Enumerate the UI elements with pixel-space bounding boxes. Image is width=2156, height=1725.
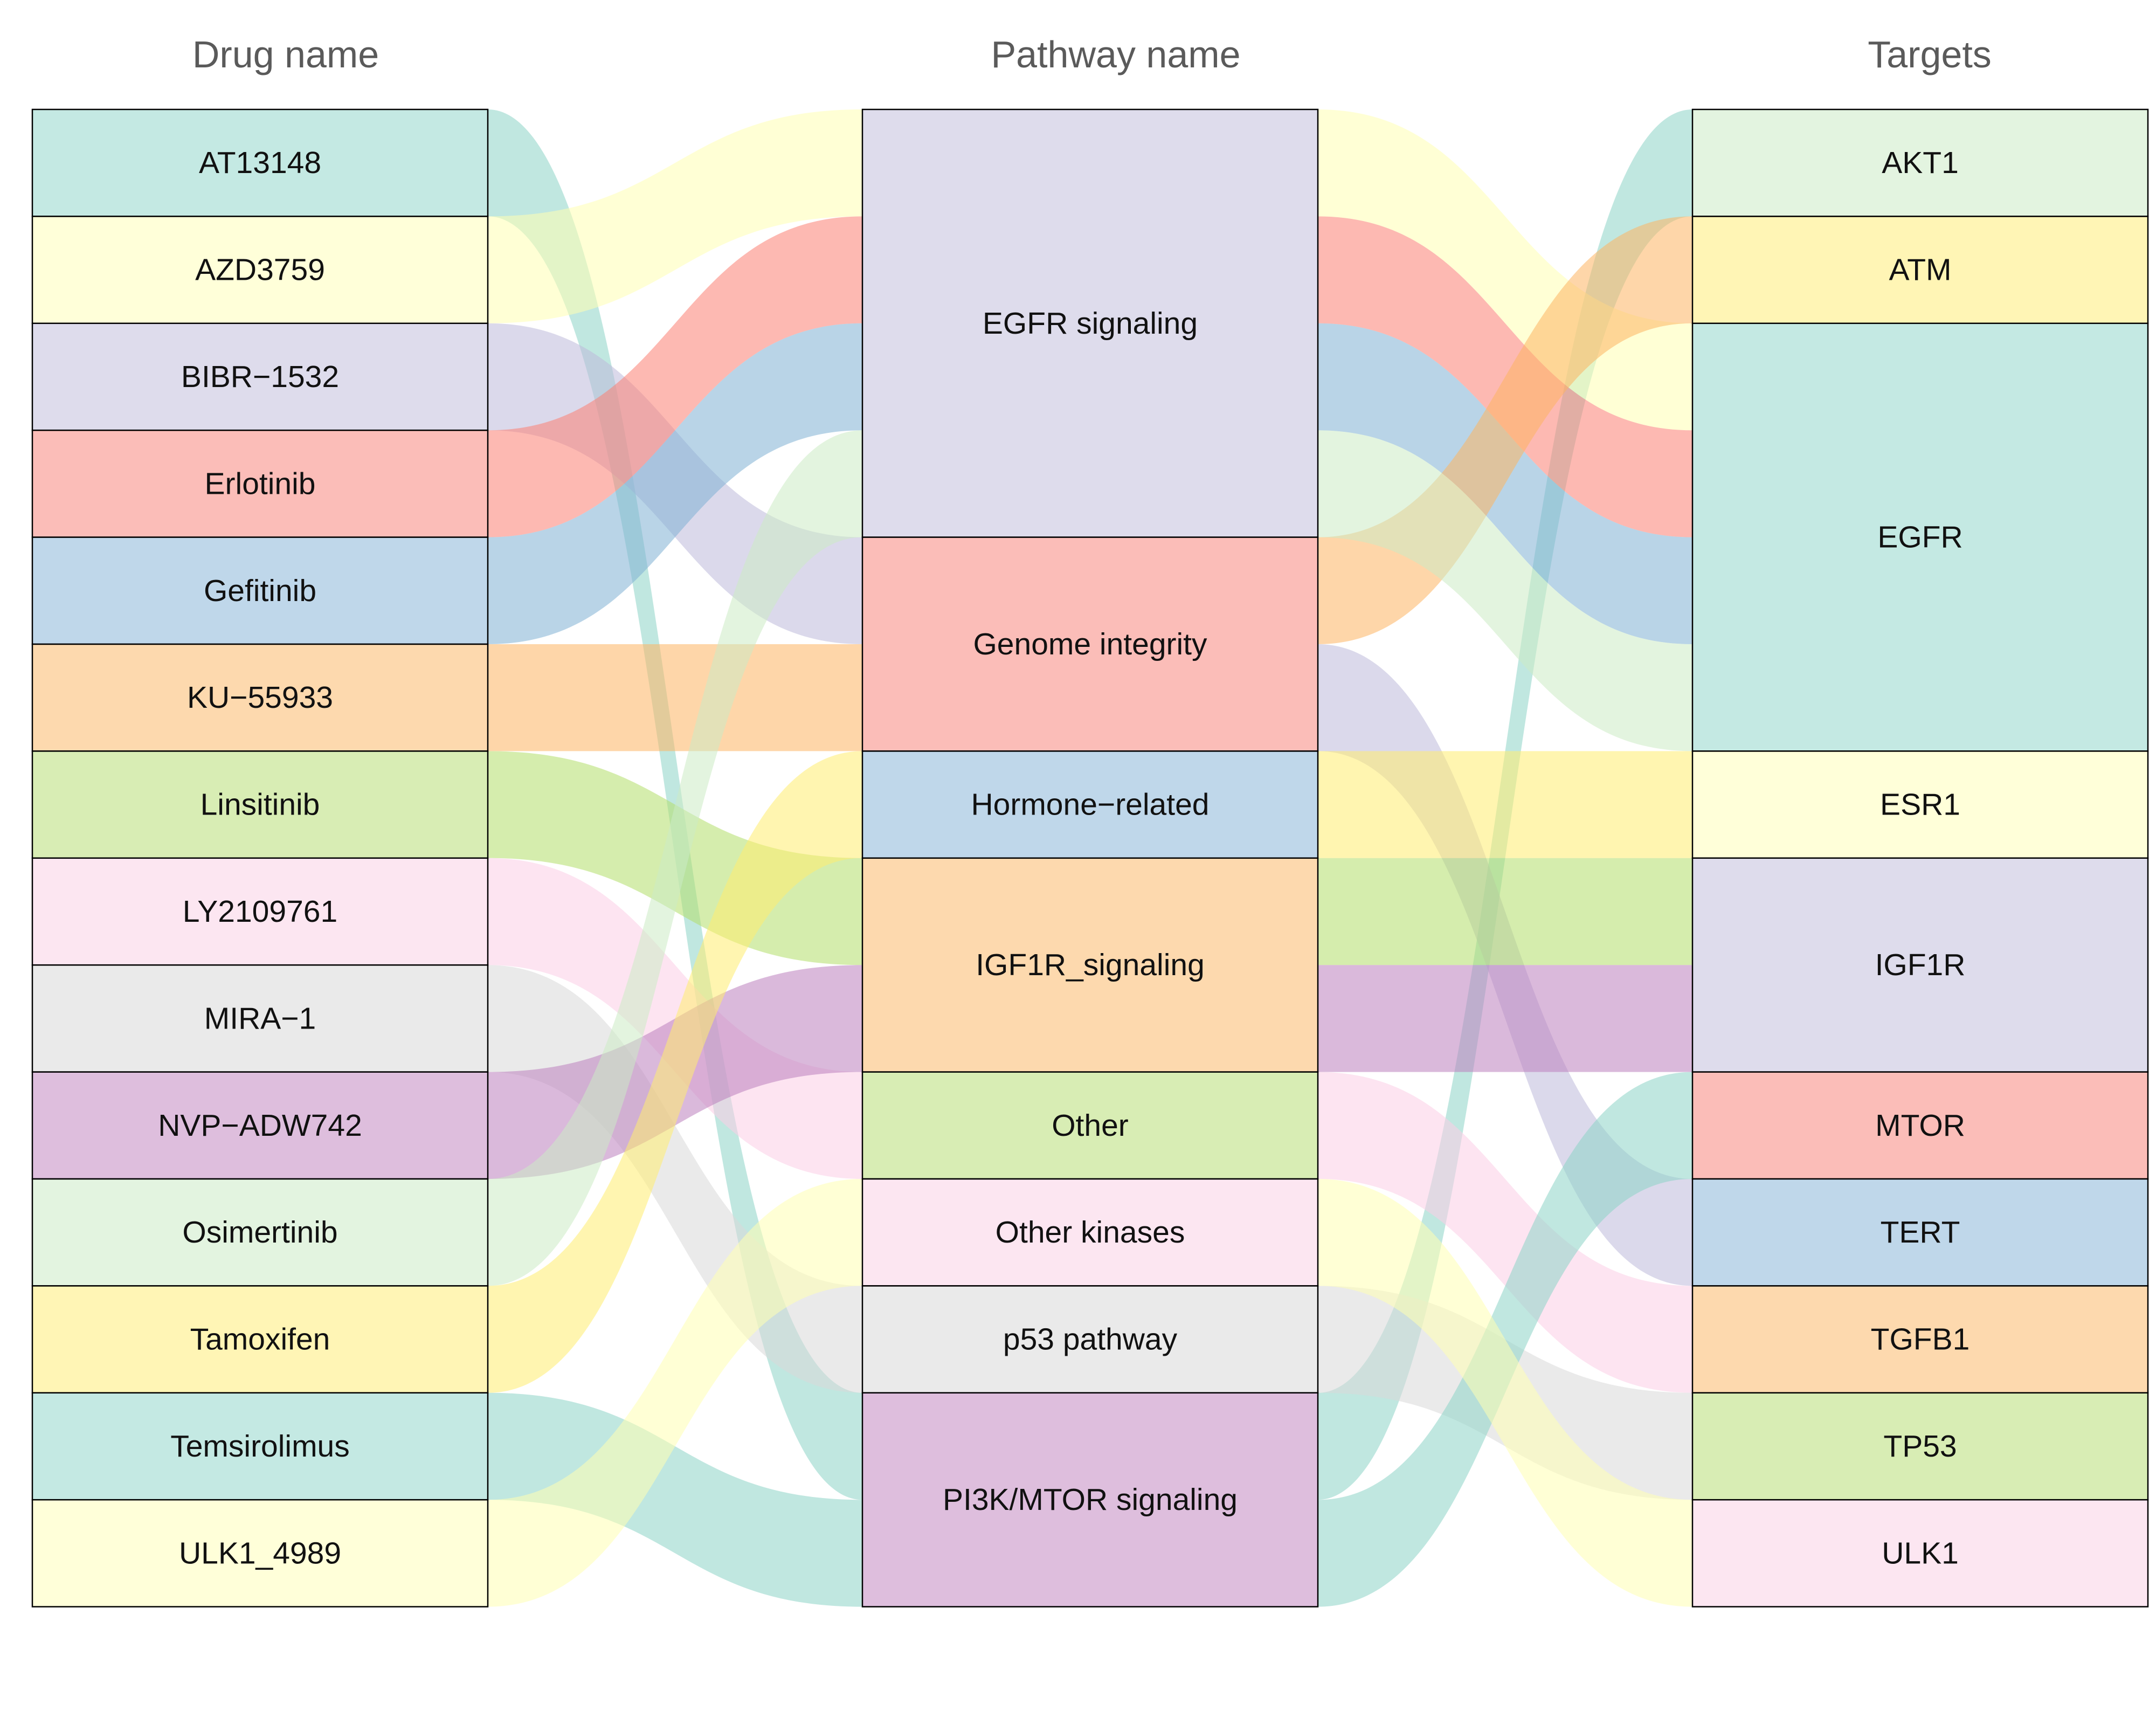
pathway-node-igf1r-signaling: [861, 857, 1319, 1073]
flow-other-kinases-to-ulk1: [1318, 1179, 1692, 1607]
flow-temsirolimus-to-pi3k-mtor-signaling: [488, 1392, 862, 1607]
drug-label-bibr-1532: BIBR−1532: [181, 360, 339, 394]
target-label-ulk1: ULK1: [1882, 1536, 1959, 1570]
flow-azd3759-to-egfr-signaling: [488, 109, 862, 323]
flow-egfr-signaling-to-egfr: [1318, 323, 1692, 644]
drug-label-mira-1: MIRA−1: [204, 1001, 316, 1036]
drug-label-nvp-adw742: NVP−ADW742: [158, 1108, 362, 1143]
target-node-atm: [1691, 216, 2149, 325]
drug-node-nvp-adw742: [31, 1071, 489, 1180]
target-node-tp53: [1691, 1392, 2149, 1501]
flow-hormone-related-to-esr1: [1318, 751, 1692, 858]
drug-node-ku-55933: [31, 643, 489, 752]
target-label-esr1: ESR1: [1880, 788, 1960, 822]
flow-ku-55933-to-genome-integrity: [488, 644, 862, 751]
target-node-tert: [1691, 1178, 2149, 1287]
target-label-tert: TERT: [1881, 1215, 1960, 1250]
target-label-tp53: TP53: [1883, 1429, 1957, 1464]
pathway-label-p53-pathway: p53 pathway: [1003, 1322, 1178, 1357]
strata: AT13148AZD3759BIBR−1532ErlotinibGefitini…: [31, 108, 2149, 1607]
flow-igf1r-signaling-to-igf1r: [1318, 965, 1692, 1072]
pathway-node-other-kinases: [861, 1178, 1319, 1287]
drug-node-ly2109761: [31, 857, 489, 966]
drug-label-osimertinib: Osimertinib: [182, 1215, 337, 1250]
drug-node-temsirolimus: [31, 1392, 489, 1501]
axis-title-drug: Drug name: [192, 33, 379, 75]
drug-label-gefitinib: Gefitinib: [204, 574, 316, 608]
drug-label-tamoxifen: Tamoxifen: [190, 1322, 330, 1357]
pathway-label-genome-integrity: Genome integrity: [973, 627, 1207, 661]
target-node-tgfb1: [1691, 1285, 2149, 1394]
axis-title-targets: Targets: [1868, 33, 1992, 75]
drug-label-ly2109761: LY2109761: [183, 894, 337, 929]
drug-label-erlotinib: Erlotinib: [205, 466, 316, 501]
pathway-node-pi3k-mtor-signaling: [861, 1392, 1319, 1607]
target-node-ulk1: [1691, 1499, 2149, 1607]
drug-label-at13148: AT13148: [199, 146, 321, 180]
flow-erlotinib-to-egfr-signaling: [488, 216, 862, 537]
pathway-node-egfr-signaling: [861, 108, 1319, 538]
flow-egfr-signaling-to-egfr: [1318, 430, 1692, 751]
flow-tamoxifen-to-hormone-related: [488, 751, 862, 1393]
drug-node-ulk1-4989: [31, 1499, 489, 1607]
target-node-igf1r: [1691, 857, 2149, 1073]
target-label-tgfb1: TGFB1: [1871, 1322, 1970, 1357]
drug-label-ulk1-4989: ULK1_4989: [179, 1536, 341, 1570]
drug-node-gefitinib: [31, 536, 489, 645]
drug-node-tamoxifen: [31, 1285, 489, 1394]
pathway-label-other: Other: [1052, 1108, 1129, 1143]
axis-titles: Drug name Pathway name Targets: [192, 33, 1992, 75]
flows-drug-to-pathway: [488, 109, 862, 1607]
axis-title-pathway: Pathway name: [991, 33, 1240, 75]
drug-label-linsitinib: Linsitinib: [201, 788, 320, 822]
target-node-egfr: [1691, 322, 2149, 752]
drug-node-bibr-1532: [31, 322, 489, 431]
flow-other-to-tgfb1: [1318, 1072, 1692, 1393]
pathway-label-other-kinases: Other kinases: [996, 1215, 1185, 1250]
drug-label-ku-55933: KU−55933: [187, 680, 333, 715]
flow-osimertinib-to-egfr-signaling: [488, 430, 862, 1286]
pathway-label-egfr-signaling: EGFR signaling: [983, 306, 1198, 341]
target-node-esr1: [1691, 750, 2149, 859]
target-node-akt1: [1691, 108, 2149, 217]
target-label-mtor: MTOR: [1875, 1108, 1965, 1143]
target-label-atm: ATM: [1889, 253, 1951, 287]
pathway-node-other: [861, 1071, 1319, 1180]
pathway-label-hormone-related: Hormone−related: [971, 788, 1209, 822]
pathway-node-p53-pathway: [861, 1285, 1319, 1394]
pathway-label-igf1r-signaling: IGF1R_signaling: [976, 948, 1205, 982]
drug-label-azd3759: AZD3759: [195, 253, 325, 287]
target-node-mtor: [1691, 1071, 2149, 1180]
target-label-igf1r: IGF1R: [1875, 948, 1966, 982]
drug-node-osimertinib: [31, 1178, 489, 1287]
pathway-node-hormone-related: [861, 750, 1319, 859]
flow-igf1r-signaling-to-igf1r: [1318, 858, 1692, 965]
flow-ulk1-4989-to-other-kinases: [488, 1179, 862, 1607]
flows-pathway-to-target: [1318, 109, 1692, 1607]
pathway-node-genome-integrity: [861, 536, 1319, 752]
drug-node-linsitinib: [31, 750, 489, 859]
drug-node-mira-1: [31, 964, 489, 1073]
target-label-egfr: EGFR: [1877, 520, 1962, 555]
pathway-label-pi3k-mtor-signaling: PI3K/MTOR signaling: [943, 1482, 1238, 1517]
drug-node-erlotinib: [31, 429, 489, 538]
flow-gefitinib-to-egfr-signaling: [488, 323, 862, 644]
drug-label-temsirolimus: Temsirolimus: [170, 1429, 350, 1464]
target-label-akt1: AKT1: [1882, 146, 1959, 180]
